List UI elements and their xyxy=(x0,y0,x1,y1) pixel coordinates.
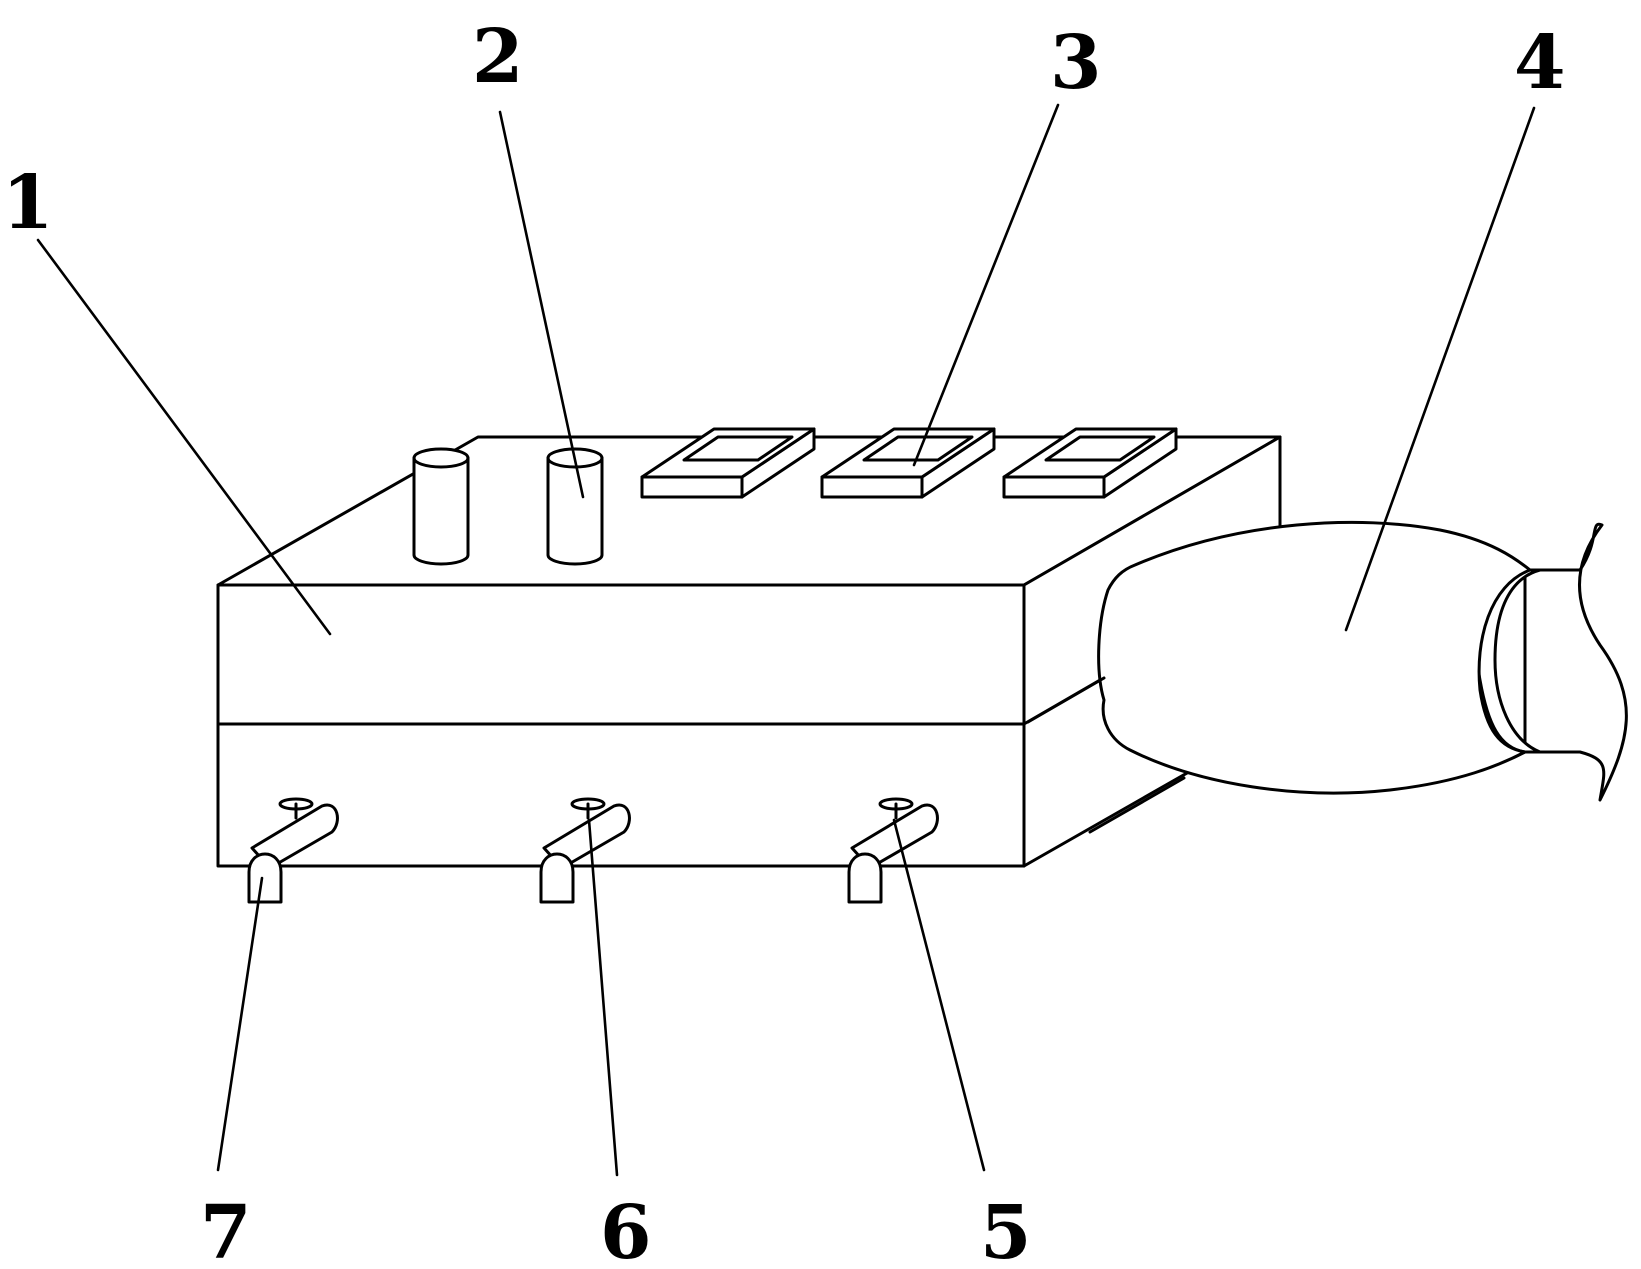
handle-connector-lower xyxy=(1088,776,1186,834)
tray-3-top xyxy=(1002,427,1178,479)
knob-1-top xyxy=(412,447,470,469)
outlet-7 xyxy=(247,797,339,904)
knob-1-body xyxy=(412,456,470,566)
handle xyxy=(1026,520,1628,834)
callout-7: 7 xyxy=(200,1190,252,1269)
leader-6 xyxy=(587,818,619,1177)
knob-1 xyxy=(412,447,470,566)
tray-1 xyxy=(640,427,816,499)
outlet-6-spout xyxy=(539,852,575,904)
callout-6: 6 xyxy=(600,1190,652,1269)
outlet-5 xyxy=(847,797,939,904)
outlet-6-arm xyxy=(542,803,631,870)
leader-4 xyxy=(1344,106,1536,632)
leader-2 xyxy=(498,110,585,499)
tray-2-front xyxy=(820,475,924,499)
tray-1-inner xyxy=(682,435,794,462)
leader-1 xyxy=(36,238,332,636)
tray-2-inner xyxy=(862,435,974,462)
tray-3-front xyxy=(1002,475,1106,499)
leader-3 xyxy=(912,103,1060,467)
leader-7 xyxy=(216,876,264,1172)
cable xyxy=(1523,522,1628,802)
leader-5 xyxy=(892,818,986,1172)
handle-grip xyxy=(1097,520,1532,795)
tray-2-top xyxy=(820,427,996,479)
tray-1-front xyxy=(640,475,744,499)
handle-connector-upper xyxy=(1026,676,1106,724)
outlet-7-arm xyxy=(250,803,339,870)
outlet-6 xyxy=(539,797,631,904)
callout-4: 4 xyxy=(1514,20,1566,106)
outlet-5-arm xyxy=(850,803,939,870)
callout-1: 1 xyxy=(2,160,54,246)
outlet-7-spout xyxy=(247,852,283,904)
outlet-5-spout xyxy=(847,852,883,904)
tray-3-inner xyxy=(1044,435,1156,462)
knob-2-body xyxy=(546,456,604,566)
callout-5: 5 xyxy=(980,1190,1032,1269)
knob-2 xyxy=(546,447,604,566)
callout-3: 3 xyxy=(1050,20,1102,106)
tray-1-top xyxy=(640,427,816,479)
tray-3 xyxy=(1002,427,1178,499)
tray-2 xyxy=(820,427,996,499)
callout-2: 2 xyxy=(472,14,524,100)
